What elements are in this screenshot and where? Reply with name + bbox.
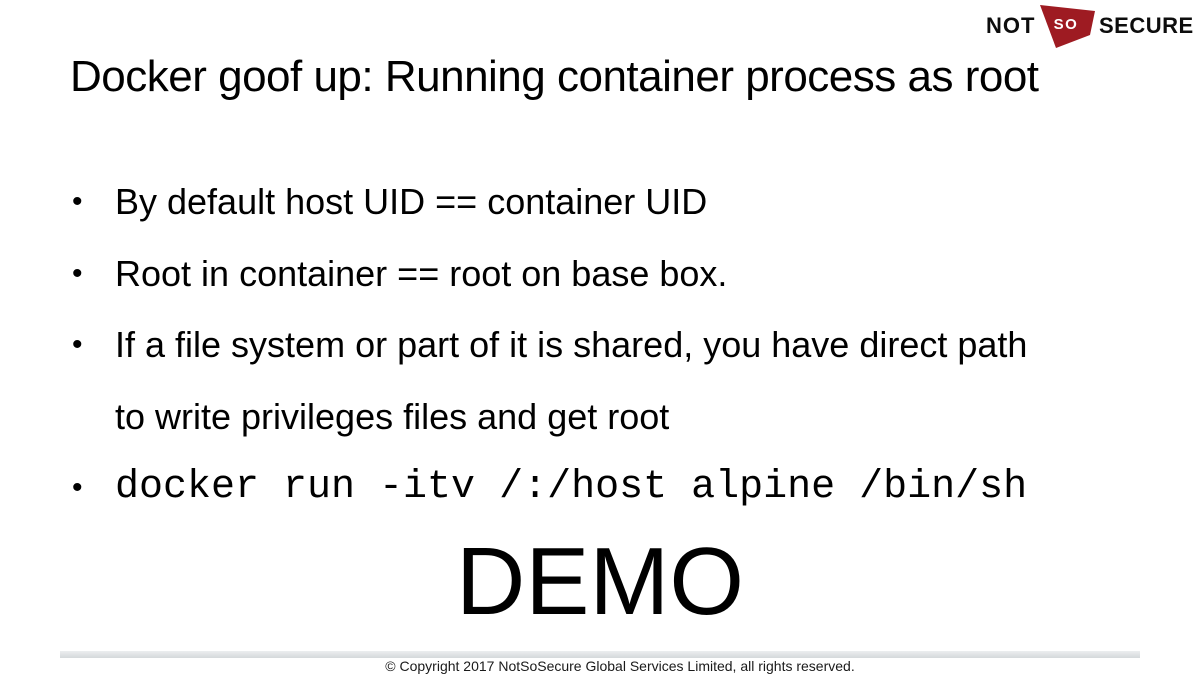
bullet-text: If a file system or part of it is shared… xyxy=(115,324,1028,365)
bullet-icon: • xyxy=(72,328,83,361)
bullet-item-shared-filesystem: • If a file system or part of it is shar… xyxy=(70,309,1140,452)
bullet-item-root-container: • Root in container == root on base box. xyxy=(70,238,1140,310)
bullet-icon: • xyxy=(72,471,83,504)
bullet-list: • By default host UID == container UID •… xyxy=(70,166,1140,524)
slide-title: Docker goof up: Running container proces… xyxy=(70,52,1039,101)
bullet-text: to write privileges files and get root xyxy=(115,395,670,437)
bullet-icon: • xyxy=(72,256,83,290)
copyright-text: © Copyright 2017 NotSoSecure Global Serv… xyxy=(385,658,855,674)
bullet-item-docker-command: • docker run -itv /:/host alpine /bin/sh xyxy=(70,452,1140,524)
bullet-icon: • xyxy=(72,185,83,218)
logo-secure-text: SECURE xyxy=(1099,13,1194,38)
logo-not-text: NOT xyxy=(986,13,1035,38)
bullet-text: Root in container == root on base box. xyxy=(115,252,728,294)
bullet-item-host-uid: • By default host UID == container UID xyxy=(70,166,1140,238)
demo-heading: DEMO xyxy=(456,528,744,635)
logo-so-text: SO xyxy=(1054,16,1079,33)
logo-red-pennant-shape xyxy=(1040,5,1095,48)
bullet-text: By default host UID == container UID xyxy=(115,181,708,222)
footer-divider xyxy=(60,651,1140,658)
notsosecure-logo: NOT SO SECURE xyxy=(986,5,1194,48)
docker-command-text: docker run -itv /:/host alpine /bin/sh xyxy=(115,465,1028,510)
